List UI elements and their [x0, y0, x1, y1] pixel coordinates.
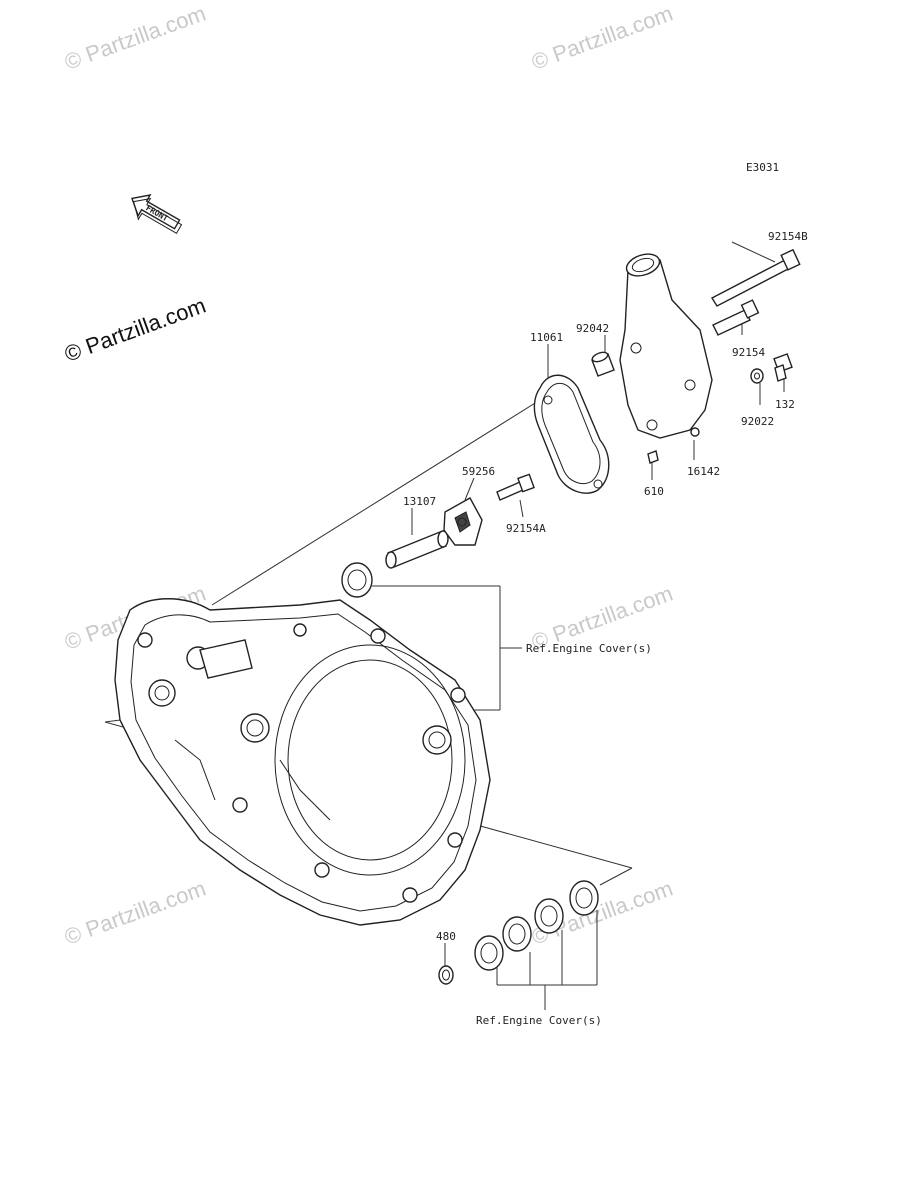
label-92154A: 92154A — [506, 522, 546, 535]
part-labels: 92154B 92042 11061 92154 132 92022 16142… — [403, 230, 808, 1027]
watermark-faint-2: © Partzilla.com — [528, 1, 676, 75]
impeller-59256 — [443, 497, 483, 546]
dowel-92042 — [591, 351, 615, 377]
bolt-132 — [773, 353, 793, 382]
label-610: 610 — [644, 485, 664, 498]
watermark-faint-1: © Partzilla.com — [61, 1, 209, 75]
label-92042: 92042 — [576, 322, 609, 335]
label-16142: 16142 — [687, 465, 720, 478]
bolt-92154A — [496, 473, 535, 501]
label-11061: 11061 — [530, 331, 563, 344]
pump-cover-16142 — [619, 253, 713, 439]
label-92154: 92154 — [732, 346, 765, 359]
label-92022: 92022 — [741, 415, 774, 428]
circlip-480 — [438, 965, 454, 985]
washer-92022 — [750, 368, 764, 384]
bolt-92154 — [712, 299, 760, 336]
watermark-faint-5: © Partzilla.com — [61, 876, 209, 950]
gasket-11061 — [533, 374, 610, 494]
ref-engine-cover-upper: Ref.Engine Cover(s) — [526, 642, 652, 655]
label-59256: 59256 — [462, 465, 495, 478]
label-480: 480 — [436, 930, 456, 943]
front-arrow-icon: FRONT — [131, 194, 183, 235]
lower-seals — [474, 880, 599, 971]
label-13107: 13107 — [403, 495, 436, 508]
ref-engine-cover-lower: Ref.Engine Cover(s) — [476, 1014, 602, 1027]
seal-upper — [341, 562, 373, 598]
bolt-92154B — [711, 248, 801, 307]
pin-610 — [647, 450, 659, 464]
shaft-13107 — [385, 530, 449, 569]
watermark-main: © Partzilla.com — [61, 293, 209, 367]
label-92154B: 92154B — [768, 230, 808, 243]
label-132: 132 — [775, 398, 795, 411]
diagram-code: E3031 — [746, 161, 779, 174]
engine-cover — [114, 598, 491, 926]
